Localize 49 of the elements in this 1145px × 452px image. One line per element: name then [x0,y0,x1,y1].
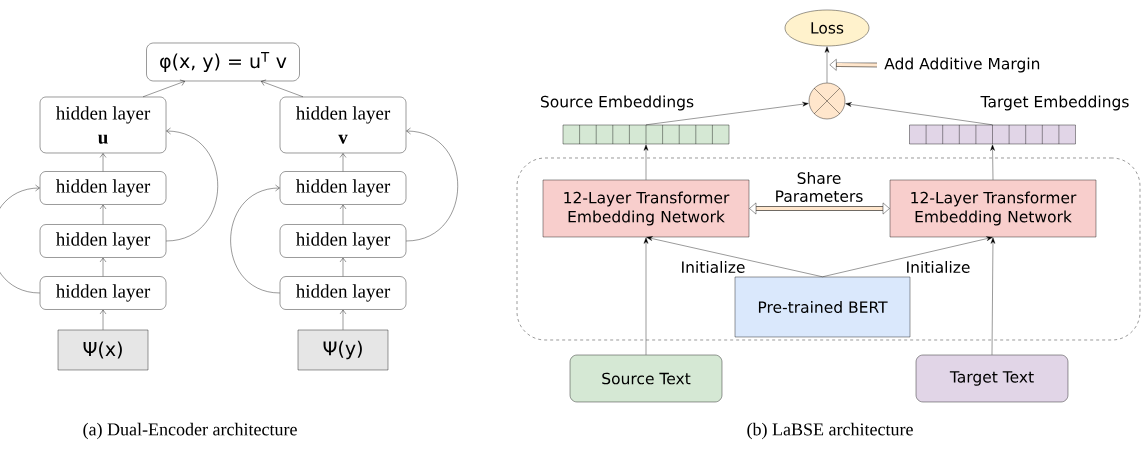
transformer-box: 12-Layer Transformer Embedding Network [542,179,750,238]
edge-label: Share Parameters [773,171,865,203]
hidden-layer-box: hidden layer u [39,96,167,154]
multiply-circle [808,82,846,120]
arrow [643,144,649,180]
dashed-group-box [516,157,1141,341]
hidden-layer-box: hidden layer [39,276,167,310]
hidden-layer-box: hidden layer [39,171,167,205]
arrow [99,257,107,277]
transformer-box: 12-Layer Transformer Embedding Network [889,179,1097,238]
arrow [339,204,347,225]
input-box: Ψ(y) [297,329,389,371]
figure-caption: (b) LaBSE architecture [747,422,913,440]
output-box: φ(x, y) = u$^{T}$ v [146,42,300,82]
skip-connection-arrow [166,127,218,242]
arrow [646,236,823,277]
skip-connection-arrow [230,184,280,294]
vector-heading: Source Embeddings [540,95,694,111]
arrow [99,309,107,330]
arrow [339,153,347,172]
arrow [645,101,809,125]
double-arrow [749,202,890,215]
figure-caption: (a) Dual-Encoder architecture [83,422,297,440]
edge-label: Initialize [904,260,972,274]
arrow [824,46,830,83]
hidden-layer-box: hidden layer [279,224,407,258]
vector-heading: Target Embeddings [980,95,1129,111]
skip-connection-arrow [406,127,458,242]
double-arrow [829,59,877,71]
edge-label: Initialize [679,260,747,274]
model-box: Pre-trained BERT [734,276,911,338]
arrow [990,144,995,180]
hidden-layer-box: hidden layer [279,276,407,310]
arrow [990,237,996,355]
arrow [339,257,347,277]
skip-connection-arrow [0,184,40,294]
arrow [99,153,107,172]
arrow [822,236,993,277]
hidden-layer-box: hidden layer [39,224,167,258]
arrow [845,102,993,125]
input-text-box: Source Text [569,354,723,403]
arrow [643,237,649,355]
hidden-layer-box: hidden layer v [279,96,407,154]
arrow [339,309,347,330]
annotation-text: Add Additive Margin [884,57,1040,73]
input-box: Ψ(x) [57,329,149,371]
hidden-layer-box: hidden layer [279,171,407,205]
arrow [99,204,107,225]
input-text-box: Target Text [915,354,1069,403]
